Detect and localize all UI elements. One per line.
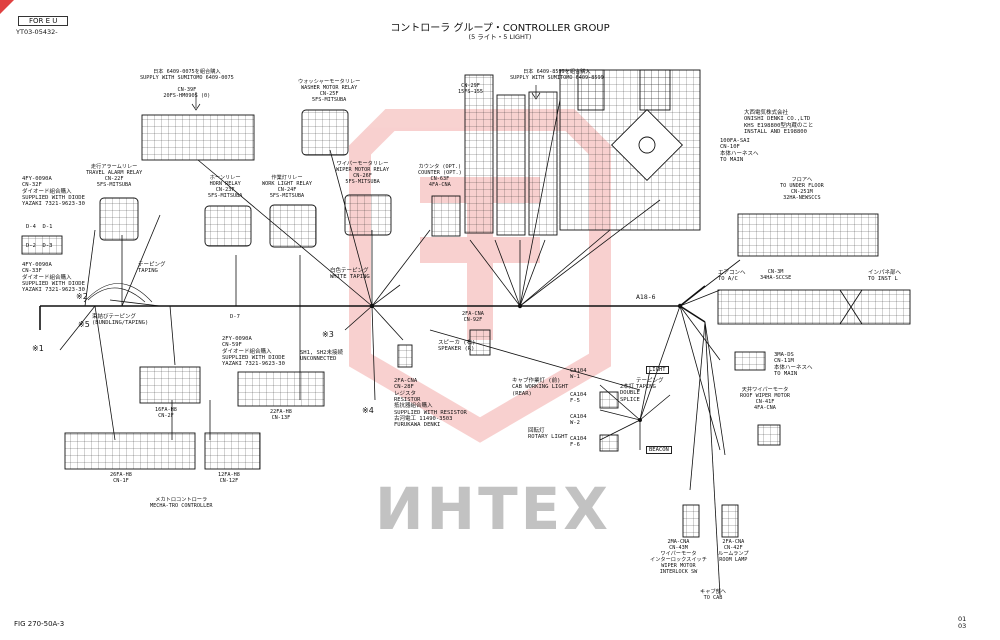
marker-5: ※5 bbox=[78, 320, 90, 329]
connector-cn42f bbox=[721, 504, 739, 538]
marker-2: ※2 bbox=[76, 292, 88, 301]
label-cn10f: 100FA-SAI CN-10F 本体ハーネスへ TO MAIN bbox=[720, 138, 759, 163]
connector-cn29f-3 bbox=[528, 91, 558, 236]
connector-cn2f bbox=[139, 366, 201, 404]
label-cn43m: 2MA-CNA CN-43M ワイパーモータ インターロックスイッチ WIPER… bbox=[650, 539, 707, 575]
corner-tag-icon bbox=[0, 0, 14, 14]
page-number: 01 03 bbox=[958, 615, 967, 631]
connector-cn23f bbox=[204, 205, 252, 247]
label-cn2f: 16FA-H8 CN-2F bbox=[155, 407, 177, 419]
label-diodes: D-4 D-1 D-2 D-3 bbox=[26, 224, 53, 249]
marker-3: ※3 bbox=[322, 330, 334, 339]
label-sumitomo-supply: 日本 6409-8599を組合購入 SUPPLY WITH SUMITOMO 6… bbox=[510, 69, 604, 81]
connector-cn13f bbox=[237, 371, 325, 407]
connectors bbox=[21, 69, 911, 538]
label-cab-light: キャブ作業灯 (前) CAB WORKING LIGHT (REAR) bbox=[512, 378, 569, 397]
part-number: YT03-05432- bbox=[16, 28, 58, 36]
connector-cn32f bbox=[21, 235, 63, 255]
label-cn41f: 天井ワイパーモータ ROOF WIPER MOTOR CN-41F 4FA-CN… bbox=[740, 387, 790, 411]
label-double-splice: 2本打 DOUBLE SPLICE bbox=[620, 384, 640, 403]
label-speaker: スピーカ (右) SPEAKER (R) bbox=[438, 340, 476, 353]
connector-cn63f bbox=[431, 195, 461, 237]
tag-light: LIGHT bbox=[646, 366, 669, 375]
label-taping-1: テーピング TAPING bbox=[138, 262, 166, 275]
connector-cn251m bbox=[737, 213, 879, 257]
label-cn59f: 2FY-0090A CN-59F ダイオード組合購入 SUPPLIED WITH… bbox=[222, 336, 285, 368]
label-wiper-relay: ワイパーモータリレー WIPER MOTOR RELAY CN-26F 5FS-… bbox=[336, 161, 390, 185]
connector-cn12f bbox=[204, 432, 261, 470]
label-cn92f: 2FA-CNA CN-92F bbox=[462, 311, 484, 323]
marker-1: ※1 bbox=[32, 344, 44, 353]
connector-cn3m bbox=[717, 289, 911, 325]
label-travel-alarm: 走行アラームリレー TRAVEL ALARM RELAY CN-22F 5FS-… bbox=[86, 164, 143, 188]
connector-cn11m bbox=[734, 351, 766, 371]
connector-cn43m bbox=[682, 504, 700, 538]
label-d7: D-7 bbox=[230, 314, 240, 320]
label-a18: A18-6 bbox=[636, 293, 656, 301]
label-cn11m: 3MA-DS CN-11M 本体ハーネスへ TO MAIN bbox=[774, 352, 813, 377]
label-horn-relay: ホーンリレー HORN RELAY CN-23F 5FS-MITSUBA bbox=[208, 175, 243, 199]
tag-beacon: BEACON bbox=[646, 446, 672, 455]
label-ca104-w1: CA104 W-1 bbox=[570, 368, 587, 381]
label-cn12f: 12FA-H8 CN-12F bbox=[218, 472, 240, 484]
label-to-inst: インパネ部へ TO INST L bbox=[868, 270, 902, 283]
page-subtitle: (5 ライト・5 LIGHT) bbox=[468, 33, 532, 41]
connector-cn29f-2 bbox=[496, 94, 526, 236]
label-mecha-controller: メカトロコントローラ MECHA-TRO CONTROLLER bbox=[150, 497, 213, 509]
label-ca104-f5: CA104 F-5 bbox=[570, 392, 587, 405]
label-white-taping: 白色テーピング WHITE TAPING bbox=[330, 268, 370, 281]
label-to-cab: キャブ部へ TO CAB bbox=[700, 589, 726, 601]
figure-number: FIG 270-50A-3 bbox=[14, 620, 65, 628]
region-tag: FOR E U bbox=[18, 16, 69, 26]
label-washer-relay: ウォッシャーモータリレー WASHER MOTOR RELAY CN-25F 5… bbox=[298, 79, 361, 103]
label-ca104-w2: CA104 W-2 bbox=[570, 414, 587, 427]
label-cn29f: CN-29F 15FS-155 bbox=[458, 83, 483, 95]
connector-ca104-f5 bbox=[599, 391, 619, 409]
splice-points bbox=[369, 303, 683, 422]
label-cn1f: 26FA-H8 CN-1F bbox=[110, 472, 132, 484]
connector-ca104-f6 bbox=[599, 434, 619, 452]
connector-cn26f bbox=[344, 194, 392, 236]
connector-cn24f bbox=[269, 204, 317, 248]
label-cn33f: 4FY-0090A CN-33F ダイオード組合購入 SUPPLIED WITH… bbox=[22, 262, 85, 294]
connector-cn29f-1 bbox=[464, 74, 494, 234]
label-cn39f: 日本 6409-0075を組合購入 SUPPLY WITH SUMITOMO 6… bbox=[140, 69, 234, 99]
label-rotary-light: 回転灯 ROTARY LIGHT bbox=[528, 428, 568, 441]
label-cn13f: 22FA-H8 CN-13F bbox=[270, 409, 292, 421]
watermark-text: ИНТЕХ bbox=[375, 475, 611, 543]
connector-cn41f bbox=[757, 424, 781, 446]
label-to-ac: エアコンへ TO A/C bbox=[718, 270, 746, 283]
label-cn28f: 2FA-CNA CN-28F レジスタ RESISTOR 抵抗器組合購入 SUP… bbox=[394, 378, 467, 429]
label-work-light: 作業灯リレー WORK LIGHT RELAY CN-24F 5FS-MITSU… bbox=[262, 175, 312, 199]
label-sh1: SH1, SH2未接続 UNCONNECTED bbox=[300, 350, 343, 363]
connector-cn92f bbox=[469, 329, 491, 356]
supply-arrows bbox=[191, 85, 541, 111]
label-onishi: 大西電気株式会社 ONISHI DENKI CO.,LTD KHS E19880… bbox=[744, 110, 814, 135]
label-cn32f: 4FY-0090A CN-32F ダイオード組合購入 SUPPLIED WITH… bbox=[22, 176, 85, 208]
connector-cn39f bbox=[141, 114, 255, 161]
label-cn3m: CN-3M 34HA-SCCSE bbox=[760, 269, 792, 281]
connector-cn28f bbox=[397, 344, 413, 368]
label-cn251m: フロアへ TO UNDER FLOOR CN-251M 32HA-NEWSCCS bbox=[780, 177, 824, 201]
label-ca104-f6: CA104 F-6 bbox=[570, 436, 587, 449]
connector-cn22f bbox=[99, 197, 139, 241]
connector-cn25f bbox=[301, 109, 349, 156]
label-counter: カウンタ (OPT.) COUNTER (OPT.) CN-63F 4FA-CN… bbox=[418, 164, 462, 188]
label-cn42f: 2FA-CNA CN-42F ルームランプ ROOM LAMP bbox=[718, 539, 749, 563]
connector-cn1f bbox=[64, 432, 196, 470]
marker-4: ※4 bbox=[362, 406, 374, 415]
page-title: コントローラ グループ・CONTROLLER GROUP bbox=[390, 23, 610, 34]
label-taping-2: テーピング TAPING bbox=[636, 378, 664, 391]
label-bundling: 束結びテーピング (BUNDLING/TAPING) bbox=[92, 314, 149, 327]
